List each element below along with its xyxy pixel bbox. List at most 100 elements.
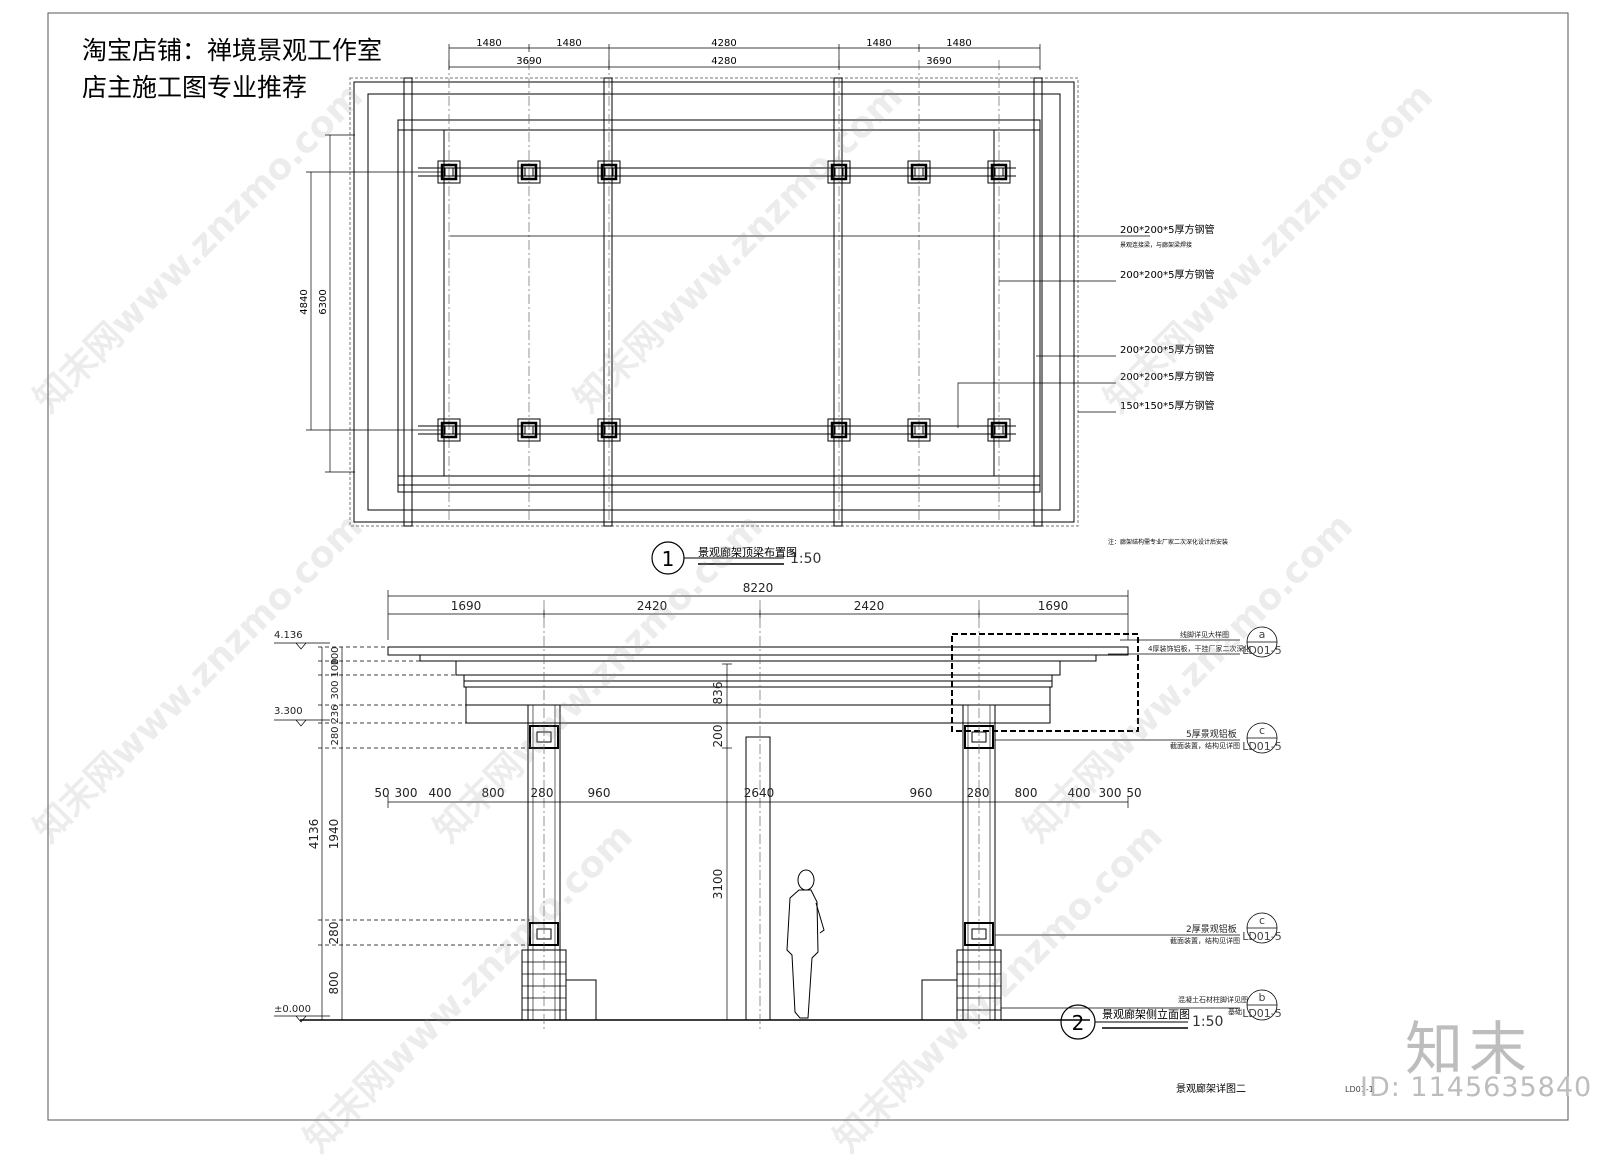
header-line-recommend: 店主施工图专业推荐 [82, 73, 308, 102]
elev-dim: 280 [330, 726, 341, 745]
column-symbol [827, 160, 851, 184]
elev-dim: 200 [711, 725, 725, 748]
title-text: 景观廊架侧立面图 [1102, 1007, 1190, 1021]
elev-notes: 线脚详见大样图 4厚装饰铝板，干挂厂家二次深化 5厚景观铝板 截面装置，结构见详… [1148, 630, 1250, 1016]
plan-callouts: 200*200*5厚方钢管 景观连接梁，与廊架梁焊接 200*200*5厚方钢管… [1120, 223, 1215, 412]
title-scale: 1:50 [790, 551, 821, 567]
ref-letter: a [1259, 628, 1266, 641]
ref-sheet: LD01-5 [1242, 1007, 1282, 1020]
plan-dim: 1480 [556, 38, 581, 49]
elev-dim: 400 [429, 786, 452, 800]
elev-dim: 50 [374, 786, 389, 800]
title-text: 景观廊架顶梁布置图 [698, 545, 797, 559]
elevation-view [274, 590, 1278, 1030]
column-symbol [597, 160, 621, 184]
elev-note: 线脚详见大样图 [1180, 630, 1229, 639]
plan-dim-left: 4840 [299, 289, 310, 314]
plan-dim: 4280 [711, 56, 736, 67]
elev-dim: 280 [967, 786, 990, 800]
detail-refs: a LD01-5 c LD01-5 c LD01-5 b LD01-5 [1242, 628, 1282, 1020]
plan-dims-top: 1480 1480 4280 1480 1480 3690 4280 3690 [476, 38, 971, 67]
callout-label: 200*200*5厚方钢管 [1120, 223, 1215, 236]
level-mark: 3.300 [274, 706, 303, 717]
plan-dim: 1480 [476, 38, 501, 49]
title-number: 2 [1072, 1011, 1085, 1035]
plan-dim: 1480 [946, 38, 971, 49]
detail-box [951, 633, 1139, 732]
elev-dim: 2420 [854, 599, 885, 613]
column-symbol [517, 418, 541, 442]
header-line-shop: 淘宝店铺：禅境景观工作室 [82, 36, 383, 65]
sheet-code: LD01-1 [1345, 1085, 1374, 1094]
plan-view [306, 44, 1150, 527]
ref-letter: c [1259, 724, 1265, 737]
level-mark: ±0.000 [274, 1004, 311, 1015]
elev-dim: 960 [588, 786, 611, 800]
callout-label: 200*200*5厚方钢管 [1120, 370, 1215, 383]
elev-dim: 2420 [637, 599, 668, 613]
elev-title: 2 景观廊架侧立面图 1:50 [1060, 1004, 1223, 1040]
elev-dim: 800 [482, 786, 505, 800]
column-symbol [907, 160, 931, 184]
column-symbol [517, 160, 541, 184]
sheet-border [47, 12, 1569, 1121]
elev-dim: 3100 [711, 869, 725, 900]
column-symbol [597, 418, 621, 442]
elev-dim: 4136 [307, 819, 321, 850]
elev-dim: 100 [330, 658, 341, 677]
elev-dim: 800 [1015, 786, 1038, 800]
callout-label: 200*200*5厚方钢管 [1120, 343, 1215, 356]
elev-levels: 4.136 3.300 ±0.000 [274, 630, 311, 1015]
level-mark: 4.136 [274, 630, 303, 641]
ref-letter: c [1259, 914, 1265, 927]
elev-dim: 100 [330, 646, 341, 665]
elev-overall: 8220 [743, 581, 774, 595]
ref-sheet: LD01-5 [1242, 644, 1282, 657]
elev-dim: 300 [330, 680, 341, 699]
elev-dim: 1690 [451, 599, 482, 613]
plan-dim: 3690 [516, 56, 541, 67]
elev-dims-left: 100 100 300 236 280 4136 1940 280 800 [307, 646, 341, 994]
elev-note-sub: 截面装置，结构见详图 [1170, 741, 1240, 750]
column-symbol [987, 160, 1011, 184]
elev-note: 5厚景观铝板 [1186, 728, 1237, 740]
ref-letter: b [1259, 991, 1266, 1004]
elev-dim: 836 [711, 682, 725, 705]
plan-dim: 4280 [711, 38, 736, 49]
plan-note: 注：廊架结构需专业厂家二次深化设计后安装 [1108, 538, 1228, 546]
column-symbol [907, 418, 931, 442]
drawing-sheet: 1480 1480 4280 1480 1480 3690 4280 3690 … [47, 12, 1569, 1121]
watermark-brand: 知末 [1405, 1015, 1534, 1083]
elev-dim: 400 [1068, 786, 1091, 800]
elev-dim: 236 [330, 704, 341, 723]
ref-sheet: LD01-5 [1242, 740, 1282, 753]
plan-dim: 1480 [866, 38, 891, 49]
elev-dims-inner: 836 200 3100 [711, 682, 725, 900]
title-number: 1 [662, 547, 675, 571]
plan-dim: 3690 [926, 56, 951, 67]
sheet-title: 景观廊架详图二 [1176, 1082, 1246, 1095]
elev-dim: 1940 [327, 819, 341, 850]
elev-dim: 2640 [744, 786, 775, 800]
elev-dims-top: 8220 1690 2420 2420 1690 [451, 581, 1069, 613]
column-symbol [987, 418, 1011, 442]
elev-dim: 300 [1099, 786, 1122, 800]
scale-figure [786, 869, 825, 1019]
plan-columns [437, 160, 1011, 442]
elev-dim: 1690 [1038, 599, 1069, 613]
callout-label: 150*150*5厚方钢管 [1120, 399, 1215, 412]
header-text: 淘宝店铺：禅境景观工作室 店主施工图专业推荐 [82, 32, 382, 106]
elev-dim: 800 [327, 972, 341, 995]
callout-sub: 景观连接梁，与廊架梁焊接 [1120, 241, 1192, 249]
column-symbol [827, 418, 851, 442]
elev-dim: 960 [910, 786, 933, 800]
elev-dim: 50 [1126, 786, 1141, 800]
elev-dim: 280 [531, 786, 554, 800]
elev-note: 4厚装饰铝板，干挂厂家二次深化 [1148, 644, 1250, 653]
elev-note-sub: 基础 [1228, 1007, 1242, 1016]
elev-dim: 300 [395, 786, 418, 800]
elev-dims-mid: 50 300 400 800 280 960 2640 960 280 800 … [374, 786, 1141, 800]
elev-note: 混凝土石材柱脚详见图 [1178, 995, 1248, 1004]
plan-title: 1 景观廊架顶梁布置图 1:50 [651, 541, 821, 575]
title-scale: 1:50 [1192, 1014, 1223, 1030]
